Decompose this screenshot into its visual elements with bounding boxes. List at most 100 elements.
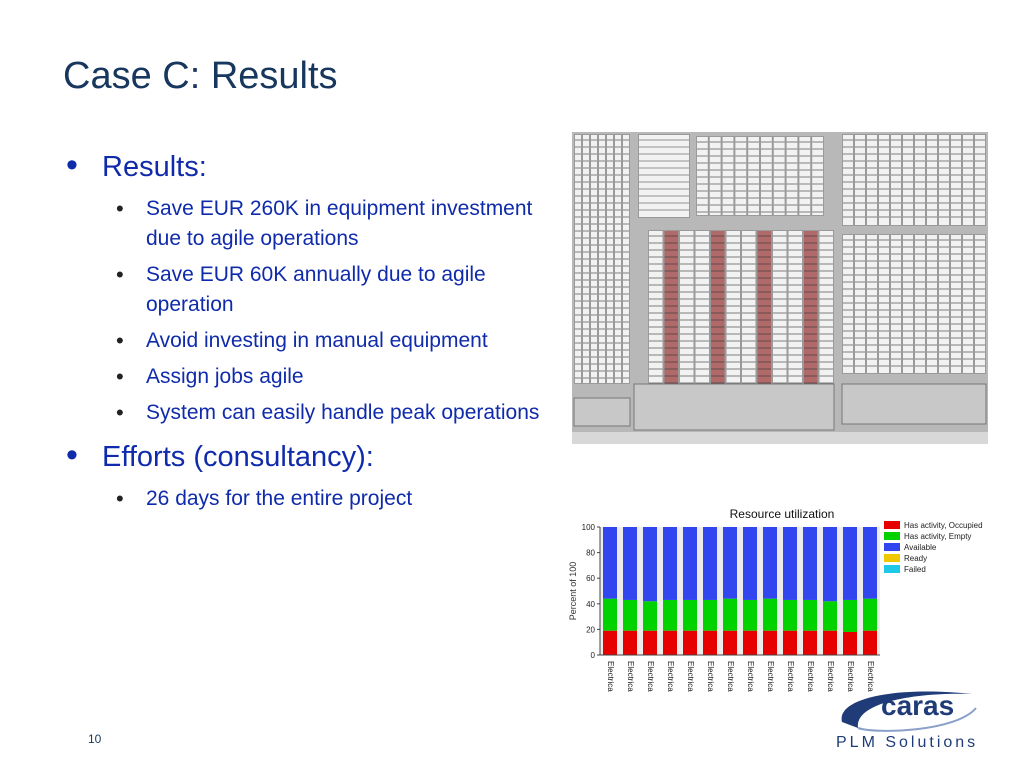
logo-word: caras: [881, 690, 955, 721]
bar-segment: [703, 527, 717, 600]
x-tick-label: Electrica: [746, 661, 755, 692]
rack-cell: [786, 137, 798, 215]
efforts-item-text: 26 days for the entire project: [146, 487, 413, 510]
bar-segment: [663, 630, 677, 655]
bar-segment: [763, 598, 777, 631]
x-tick-label: Electrica: [806, 661, 815, 692]
rack-cell: [773, 137, 785, 215]
y-tick-label: 40: [586, 600, 595, 609]
bar-segment: [723, 527, 737, 599]
rack-cell: [639, 135, 689, 217]
bar-segment: [783, 527, 797, 600]
results-item-text: System can easily handle peak operations: [146, 401, 540, 424]
results-label: Results:: [102, 151, 207, 183]
slide-title: Case C: Results: [63, 55, 338, 97]
rack-block: [842, 134, 986, 226]
x-tick-label: Electrica: [646, 661, 655, 692]
x-tick-label: Electrica: [666, 661, 675, 692]
bar-segment: [763, 527, 777, 599]
rack-cell: [939, 235, 949, 373]
bar-segment: [643, 601, 657, 631]
y-tick-label: 0: [591, 651, 596, 660]
rack-cell: [879, 235, 889, 373]
bar-segment: [723, 630, 737, 655]
results-item-text: Assign jobs agile: [146, 365, 304, 388]
results-bullet: • Results: •Save EUR 260K in equipment i…: [66, 146, 566, 428]
y-tick-label: 60: [586, 574, 595, 583]
page-number: 10: [88, 732, 102, 746]
chart-title: Resource utilization: [730, 507, 835, 521]
warehouse-layout-image: [572, 132, 988, 444]
y-axis-label: Percent of 100: [568, 562, 578, 621]
rack-cell: [812, 137, 823, 215]
bar-segment: [703, 630, 717, 655]
rack-cell: [735, 137, 747, 215]
results-item: •Save EUR 60K annually due to agile oper…: [102, 260, 566, 320]
bar-segment: [803, 599, 817, 631]
x-tick-label: Electrica: [766, 661, 775, 692]
legend-label: Has activity, Empty: [904, 532, 971, 541]
bar-segment: [743, 630, 757, 655]
legend-label: Available: [904, 543, 937, 552]
rack-cell: [867, 235, 877, 373]
bar-segment: [623, 630, 637, 655]
x-tick-label: Electrica: [846, 661, 855, 692]
caras-logo: caras PLM Solutions: [836, 688, 986, 758]
results-sublist: •Save EUR 260K in equipment investment d…: [102, 194, 566, 428]
rack-cell: [680, 231, 694, 389]
rack-cell: [843, 135, 853, 225]
bar-segment: [643, 527, 657, 602]
rack-cell: [963, 135, 973, 225]
efforts-bullet: • Efforts (consultancy): •26 days for th…: [66, 438, 566, 514]
bar-segment: [783, 599, 797, 631]
legend-swatch: [884, 532, 900, 540]
bar-segment: [803, 527, 817, 600]
efforts-item: • 26 days for the entire project: [102, 484, 566, 514]
x-tick-label: Electrica: [606, 661, 615, 692]
rack-cell: [709, 137, 721, 215]
rack-cell: [915, 235, 925, 373]
bar-segment: [603, 527, 617, 599]
bar-segment: [743, 527, 757, 600]
bullet-dot-icon: •: [116, 262, 124, 287]
rack-block: [648, 230, 834, 390]
rack-cell: [903, 135, 913, 225]
bar-segment: [643, 630, 657, 655]
bar-segment: [703, 599, 717, 631]
bar-segment: [843, 631, 857, 655]
legend-swatch: [884, 565, 900, 573]
logo-subtitle: PLM Solutions: [836, 734, 979, 751]
rack-cell: [664, 231, 678, 389]
efforts-sublist: • 26 days for the entire project: [102, 484, 566, 514]
rack-cell: [939, 135, 949, 225]
bar-segment: [743, 599, 757, 631]
floor-strip: [572, 432, 988, 444]
bar-segment: [803, 630, 817, 655]
rack-cell: [927, 135, 937, 225]
bullet-dot-icon: •: [116, 328, 124, 353]
bar-segment: [663, 527, 677, 600]
bullet-dot-icon: •: [116, 364, 124, 389]
rack-cell: [819, 231, 833, 389]
logo-swoosh-icon: [841, 691, 977, 732]
bar-segment: [823, 601, 837, 631]
bullet-dot-icon: •: [116, 486, 124, 511]
rack-cell: [726, 231, 740, 389]
bar-segment: [683, 527, 697, 600]
rack-cell: [757, 231, 771, 389]
bar-segment: [603, 630, 617, 655]
rack-cell: [748, 137, 759, 215]
y-tick-label: 80: [586, 549, 595, 558]
rack-cell: [742, 231, 756, 389]
bar-segment: [783, 630, 797, 655]
rack-cell: [855, 135, 865, 225]
x-tick-label: Electrica: [626, 661, 635, 692]
legend-label: Ready: [904, 554, 927, 563]
bar-segment: [863, 598, 877, 631]
x-tick-label: Electrica: [726, 661, 735, 692]
bullet-dot-icon: •: [66, 146, 78, 184]
rack-cell: [855, 235, 865, 373]
bar-segment: [843, 527, 857, 600]
bar-segment: [723, 598, 737, 631]
rack-cell: [903, 235, 913, 373]
